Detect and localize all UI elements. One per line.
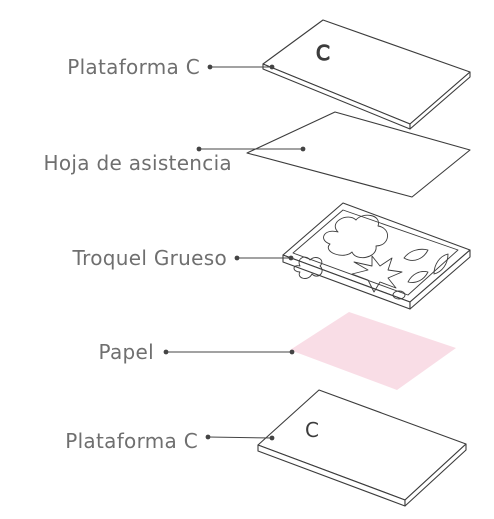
plate-mark-c-bottom: C bbox=[305, 418, 319, 442]
plate-mark-c: C bbox=[316, 41, 330, 65]
sheet-papel bbox=[290, 312, 456, 390]
label-plataforma-c-bottom: Plataforma C bbox=[65, 429, 198, 453]
die-troquel-grueso bbox=[282, 202, 471, 310]
layer-plataforma-c-top: C Plataforma C bbox=[67, 19, 471, 130]
label-troquel-grueso: Troquel Grueso bbox=[72, 246, 227, 270]
leader-papel bbox=[163, 349, 295, 355]
die-shape-leaf-2 bbox=[433, 253, 449, 275]
leader-plataforma-c-top bbox=[207, 64, 275, 70]
die-shape-large-flower bbox=[323, 214, 388, 259]
die-shape-leaf-3 bbox=[407, 271, 429, 283]
die-shape-small-circle bbox=[392, 290, 406, 300]
die-shape-leaf-1 bbox=[403, 248, 429, 261]
leader-troquel-grueso bbox=[234, 255, 294, 261]
label-hoja-de-asistencia: Hoja de asistencia bbox=[44, 151, 233, 175]
layer-troquel-grueso: Troquel Grueso bbox=[72, 202, 471, 310]
layer-papel: Papel bbox=[99, 312, 456, 390]
label-plataforma-c-top: Plataforma C bbox=[67, 55, 200, 79]
label-papel: Papel bbox=[99, 340, 154, 364]
plate-top: C bbox=[262, 19, 471, 130]
leader-hoja-de-asistencia bbox=[196, 146, 306, 152]
leader-plataforma-c-bottom bbox=[205, 434, 275, 441]
plate-bottom: C bbox=[257, 389, 467, 507]
die-shape-daisy bbox=[351, 255, 403, 293]
sheet-hoja-de-asistencia bbox=[246, 111, 471, 198]
layer-plataforma-c-bottom: C Plataforma C bbox=[65, 389, 467, 507]
layer-hoja-de-asistencia: Hoja de asistencia bbox=[44, 111, 471, 198]
die-shape-small-flower bbox=[293, 256, 323, 279]
